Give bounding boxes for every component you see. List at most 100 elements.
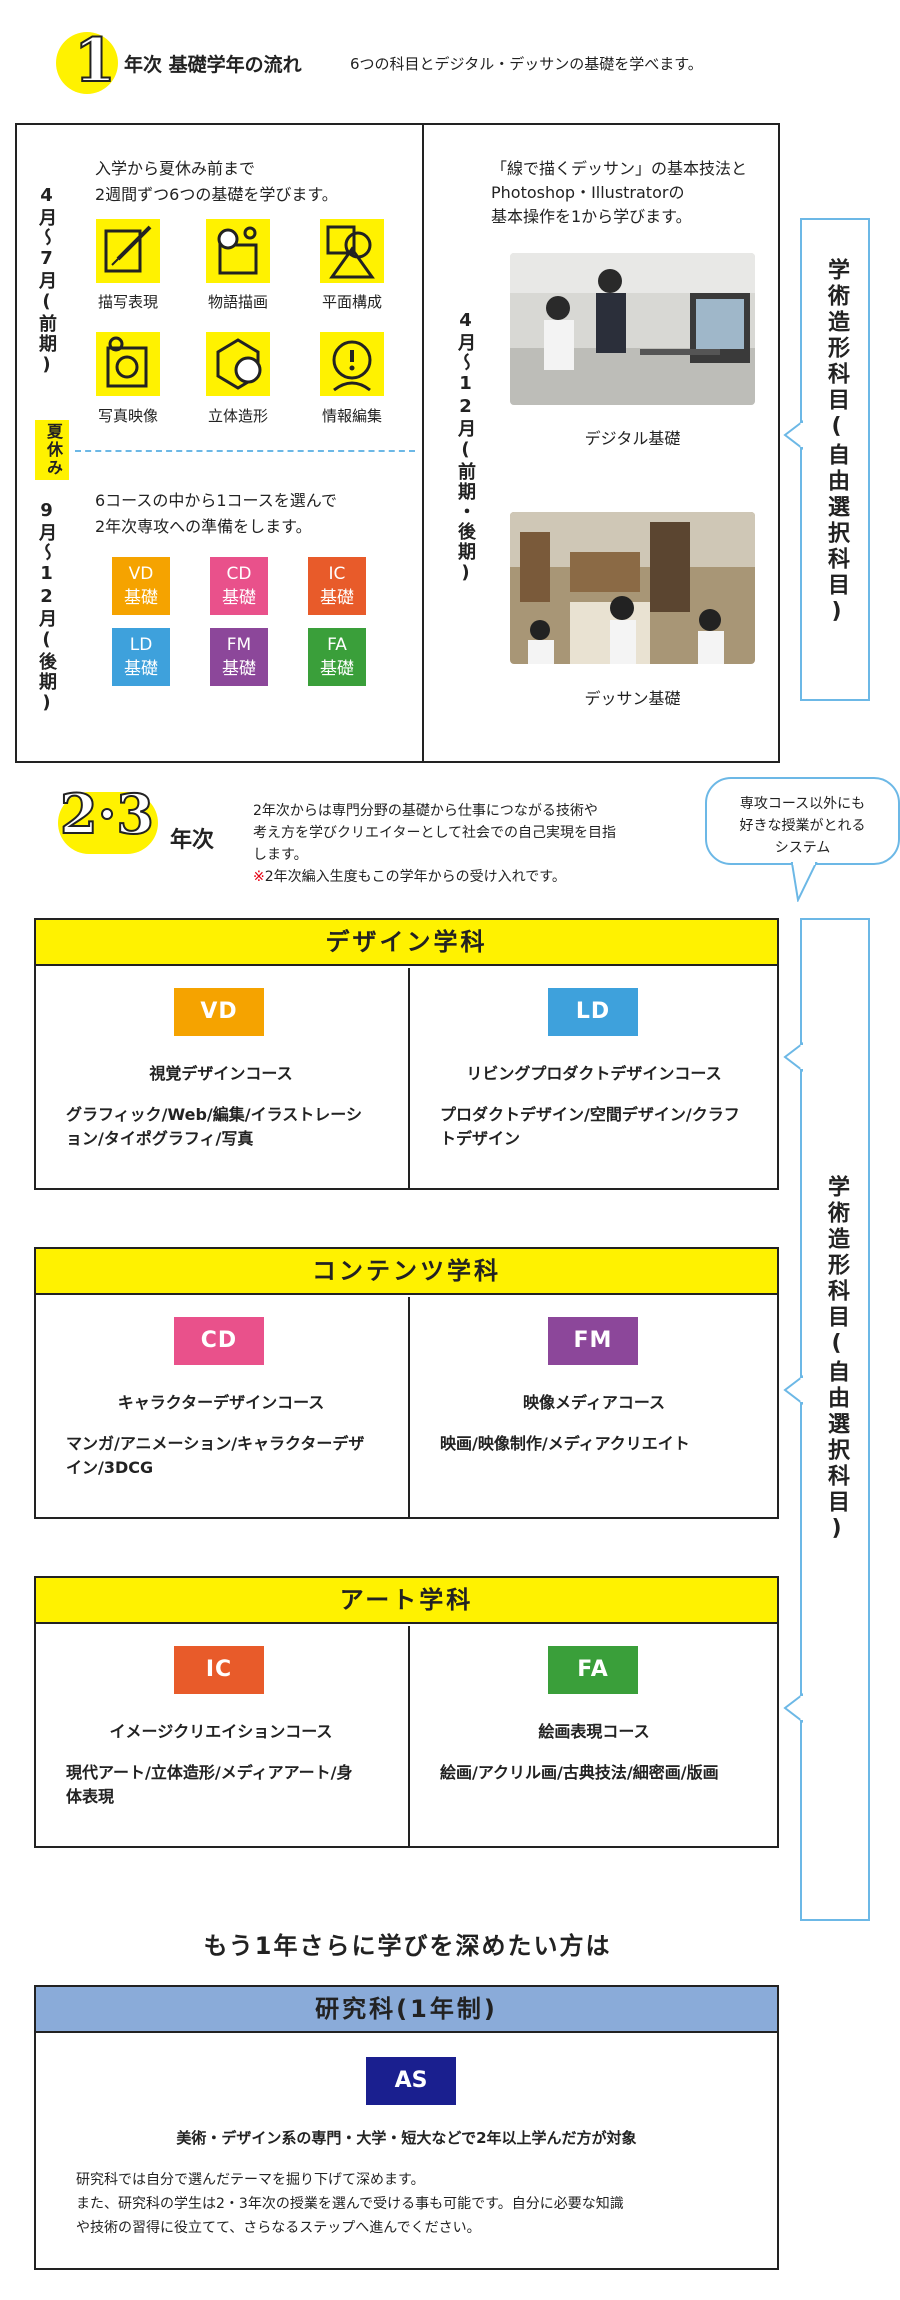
summer-badge bbox=[35, 420, 69, 480]
dept-design: デザイン学科 VD 視覚デザインコース グラフィック/Web/編集/イラストレー… bbox=[34, 918, 779, 1190]
course-fm: FM 映像メディアコース 映画/映像制作/メディアクリエイト bbox=[408, 1297, 778, 1517]
side-bracket-2-pointer-3 bbox=[783, 1693, 803, 1723]
course-desc: 現代アート/立体造形/メディアアート/身体表現 bbox=[66, 1763, 353, 1806]
summer-divider bbox=[75, 450, 415, 452]
year23-text-3: します。 bbox=[253, 847, 308, 863]
course-code: VD bbox=[174, 988, 264, 1036]
note-mark: ※ bbox=[253, 869, 265, 885]
course-name: イメージクリエイションコース bbox=[109, 1722, 333, 1741]
dessin-class-photo bbox=[510, 512, 755, 664]
dept-title: コンテンツ学科 bbox=[36, 1249, 777, 1295]
year1-subtitle: 6つの科目とデジタル・デッサンの基礎を学べます。 bbox=[350, 55, 703, 73]
photo2-caption: デッサン基礎 bbox=[584, 689, 681, 708]
course-cd: CD キャラクターデザインコース マンガ/アニメーション/キャラクターデザイン/… bbox=[36, 1297, 406, 1517]
basic-label: 情報編集 bbox=[321, 407, 382, 425]
course-name: 映像メディアコース bbox=[522, 1393, 666, 1412]
story-icon bbox=[206, 219, 270, 283]
course-desc: プロダクトデザイン/空間デザイン/クラフトデザイン bbox=[440, 1105, 740, 1148]
cube-icon bbox=[206, 332, 270, 396]
basic-label: 立体造形 bbox=[207, 407, 268, 425]
research-text-3: や技術の習得に役立てて、さらなるステップへ進んでください。 bbox=[76, 2220, 481, 2236]
research-title: 研究科(1年制) bbox=[36, 1987, 777, 2033]
side-bracket-2-pointer-1 bbox=[783, 1042, 803, 1072]
elective-bubble bbox=[705, 777, 900, 865]
note-text: 2年次編入生度もこの学年からの受け入れです。 bbox=[264, 869, 566, 885]
year1-divider bbox=[422, 125, 424, 761]
period1-label: 4月〜7月(前期) bbox=[36, 185, 57, 377]
camera-icon bbox=[96, 332, 160, 396]
photo1-caption: デジタル基礎 bbox=[584, 429, 681, 448]
year1-box: 4月〜7月(前期) 入学から夏休み前まで 2週間ずつ6つの基礎を学びます。 描写… bbox=[15, 123, 780, 763]
year23-number: 2·3 bbox=[59, 781, 155, 847]
bubble-text-3: システム bbox=[774, 840, 831, 856]
research-code: AS bbox=[366, 2057, 456, 2105]
side-bracket-2-pointer-2 bbox=[783, 1375, 803, 1405]
digital-class-photo bbox=[510, 253, 755, 405]
research-heading: もう1年さらに学びを深めたい方は bbox=[203, 1932, 612, 1960]
right-text-3: 基本操作を1から学びます。 bbox=[491, 207, 692, 226]
year1-number-badge bbox=[56, 32, 118, 94]
side-label-1: 学術造形科目(自由選択科目) bbox=[824, 258, 849, 628]
course-vd: VD 視覚デザインコース グラフィック/Web/編集/イラストレーション/タイポ… bbox=[36, 968, 406, 1188]
course-code: LD bbox=[548, 988, 638, 1036]
period2-text-1: 6コースの中から1コースを選んで bbox=[95, 491, 337, 510]
elective-bubble-tail bbox=[790, 862, 818, 902]
course-desc: グラフィック/Web/編集/イラストレーション/タイポグラフィ/写真 bbox=[66, 1105, 362, 1148]
year1-number: 1 bbox=[73, 25, 117, 97]
course-code: CD bbox=[174, 1317, 264, 1365]
course-ld: LD リビングプロダクトデザインコース プロダクトデザイン/空間デザイン/クラフ… bbox=[408, 968, 778, 1188]
period1-text-2: 2週間ずつ6つの基礎を学びます。 bbox=[95, 185, 338, 204]
right-text-2: Photoshop・Illustratorの bbox=[491, 183, 685, 202]
course-fa: FA 絵画表現コース 絵画/アクリル画/古典技法/細密画/版画 bbox=[408, 1626, 778, 1846]
course-code: FM bbox=[548, 1317, 638, 1365]
course-code: FA bbox=[548, 1646, 638, 1694]
course-name: 絵画表現コース bbox=[538, 1722, 650, 1741]
course-desc: マンガ/アニメーション/キャラクターデザイン/3DCG bbox=[66, 1434, 365, 1477]
year23-note: ※2年次編入生度もこの学年からの受け入れです。 bbox=[253, 866, 566, 886]
year1-title: 年次 基礎学年の流れ bbox=[124, 54, 302, 76]
side-bracket-1 bbox=[800, 218, 870, 701]
course-name: 視覚デザインコース bbox=[149, 1064, 293, 1083]
year23-number-badge bbox=[58, 792, 158, 854]
bubble-text-2: 好きな授業がとれる bbox=[739, 818, 866, 834]
summer-label: 夏休み bbox=[44, 423, 63, 477]
year23-text-1: 2年次からは専門分野の基礎から仕事につながる技術や bbox=[253, 803, 598, 819]
basic-label: 物語描画 bbox=[207, 293, 268, 311]
side-bracket-2 bbox=[800, 918, 870, 1921]
basic-label: 写真映像 bbox=[97, 407, 158, 425]
bubble-text-1: 専攻コース以外にも bbox=[739, 796, 866, 812]
year23-suffix: 年次 bbox=[170, 828, 215, 853]
basic-label: 描写表現 bbox=[97, 293, 158, 311]
dept-contents: コンテンツ学科 CD キャラクターデザインコース マンガ/アニメーション/キャラ… bbox=[34, 1247, 779, 1519]
side-label-2: 学術造形科目(自由選択科目) bbox=[824, 1175, 849, 1545]
course-name: キャラクターデザインコース bbox=[117, 1393, 325, 1412]
right-text-1: 「線で描くデッサン」の基本技法と bbox=[491, 159, 748, 178]
research-box: 研究科(1年制) AS 美術・デザイン系の専門・大学・短大などで2年以上学んだ方… bbox=[34, 1985, 779, 2270]
course-name: リビングプロダクトデザインコース bbox=[466, 1064, 722, 1083]
side-bracket-1-pointer bbox=[783, 420, 803, 450]
course-desc: 絵画/アクリル画/古典技法/細密画/版画 bbox=[440, 1763, 719, 1782]
period1-text-1: 入学から夏休み前まで bbox=[95, 159, 256, 178]
basic-label: 平面構成 bbox=[321, 293, 382, 311]
course-desc: 映画/映像制作/メディアクリエイト bbox=[440, 1434, 690, 1453]
dept-art: アート学科 IC イメージクリエイションコース 現代アート/立体造形/メディアア… bbox=[34, 1576, 779, 1848]
research-text-2: また、研究科の学生は2・3年次の授業を選んで受ける事も可能です。自分に必要な知識 bbox=[76, 2196, 624, 2212]
dept-title: アート学科 bbox=[36, 1578, 777, 1624]
shapes-icon bbox=[320, 219, 384, 283]
research-text-1: 研究科では自分で選んだテーマを掘り下げて深めます。 bbox=[76, 2172, 425, 2188]
course-ic: IC イメージクリエイションコース 現代アート/立体造形/メディアアート/身体表… bbox=[36, 1626, 406, 1846]
info-icon bbox=[320, 332, 384, 396]
course-code: IC bbox=[174, 1646, 264, 1694]
period2-label: 9月〜12月(後期) bbox=[36, 500, 57, 715]
research-target: 美術・デザイン系の専門・大学・短大などで2年以上学んだ方が対象 bbox=[176, 2129, 637, 2147]
year23-text-2: 考え方を学びクリエイターとして社会での自己実現を目指 bbox=[253, 825, 617, 841]
right-period-label: 4月〜12月(前期・後期) bbox=[455, 310, 476, 585]
period2-text-2: 2年次専攻への準備をします。 bbox=[95, 517, 312, 536]
drawing-pen-icon bbox=[96, 219, 160, 283]
